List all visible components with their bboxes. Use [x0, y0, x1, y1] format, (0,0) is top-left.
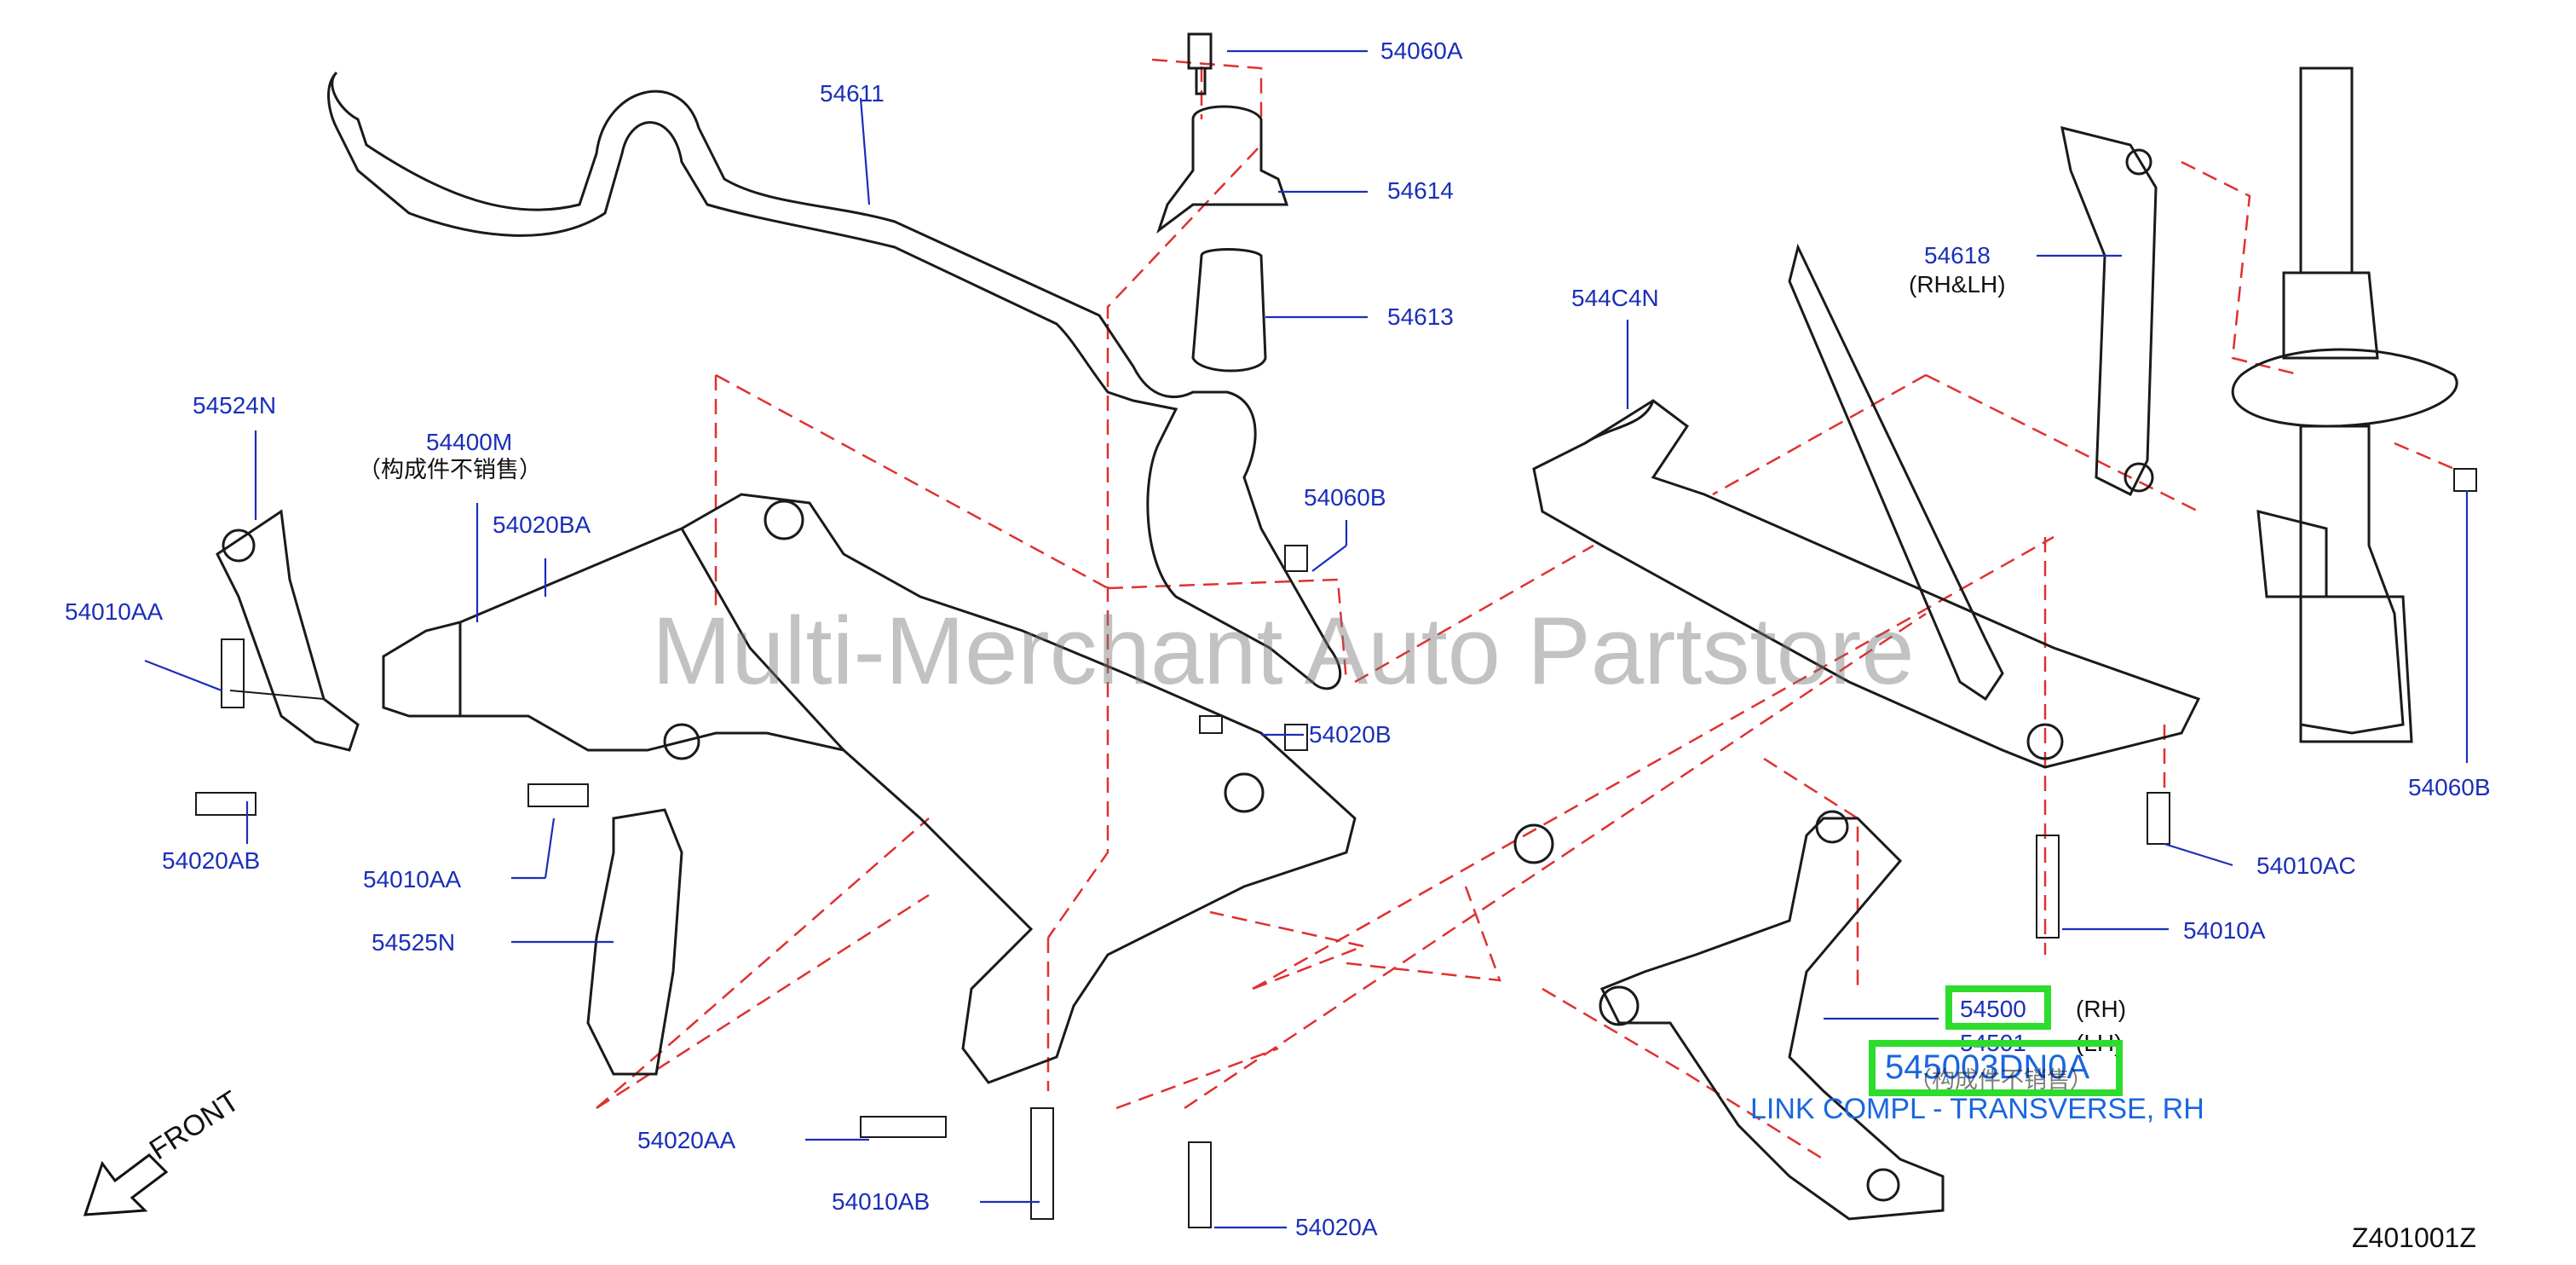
label-54010AA-lower[interactable]: 54010AA: [363, 866, 462, 892]
label-54611[interactable]: 54611: [820, 80, 885, 107]
label-54010AA-upper[interactable]: 54010AA: [65, 598, 164, 625]
label-54500[interactable]: 54500: [1960, 996, 2026, 1022]
label-54060B-right[interactable]: 54060B: [2408, 774, 2491, 800]
label-54020AB[interactable]: 54020AB: [162, 847, 261, 874]
label-54618[interactable]: 54618: [1924, 242, 1991, 269]
label-54020A[interactable]: 54020A: [1295, 1214, 1378, 1240]
label-54020B[interactable]: 54020B: [1309, 721, 1392, 748]
label-54618-note: (RH&LH): [1909, 271, 2006, 297]
front-arrow-icon: [83, 1153, 169, 1216]
part-outlines: [216, 32, 2458, 1221]
label-54010A[interactable]: 54010A: [2183, 917, 2266, 944]
label-54500-rh: (RH): [2076, 996, 2127, 1022]
label-544C4N[interactable]: 544C4N: [1571, 285, 1659, 311]
label-54613[interactable]: 54613: [1387, 303, 1454, 330]
leader-lines: [144, 49, 2469, 1229]
callout-part-number[interactable]: 545003DN0A: [1885, 1048, 2090, 1086]
label-54020AA[interactable]: 54020AA: [637, 1127, 736, 1153]
callout-description: LINK COMPL - TRANSVERSE, RH: [1750, 1093, 2204, 1125]
callout-note: （构成件不销售）: [1909, 1067, 2093, 1093]
alignment-dashes: [596, 58, 2455, 1161]
label-54525N[interactable]: 54525N: [372, 929, 456, 956]
label-54010AC[interactable]: 54010AC: [2256, 852, 2356, 879]
label-54524N[interactable]: 54524N: [193, 392, 277, 419]
label-54060A[interactable]: 54060A: [1380, 38, 1463, 64]
highlight-54500: [1945, 985, 2051, 1030]
drawing-code: Z401001Z: [2352, 1222, 2476, 1253]
watermark: Multi-Merchant Auto Partstore: [652, 598, 1915, 704]
label-54010AB[interactable]: 54010AB: [832, 1188, 931, 1215]
label-54020BA[interactable]: 54020BA: [493, 511, 591, 538]
label-54400M-note: （构成件不销售）: [358, 457, 542, 482]
fasteners: [195, 468, 2477, 1228]
label-54060B-top[interactable]: 54060B: [1304, 484, 1386, 511]
highlight-callout-part-number: [1869, 1040, 2123, 1096]
label-54614[interactable]: 54614: [1387, 177, 1454, 204]
label-54400M[interactable]: 54400M: [426, 429, 513, 455]
